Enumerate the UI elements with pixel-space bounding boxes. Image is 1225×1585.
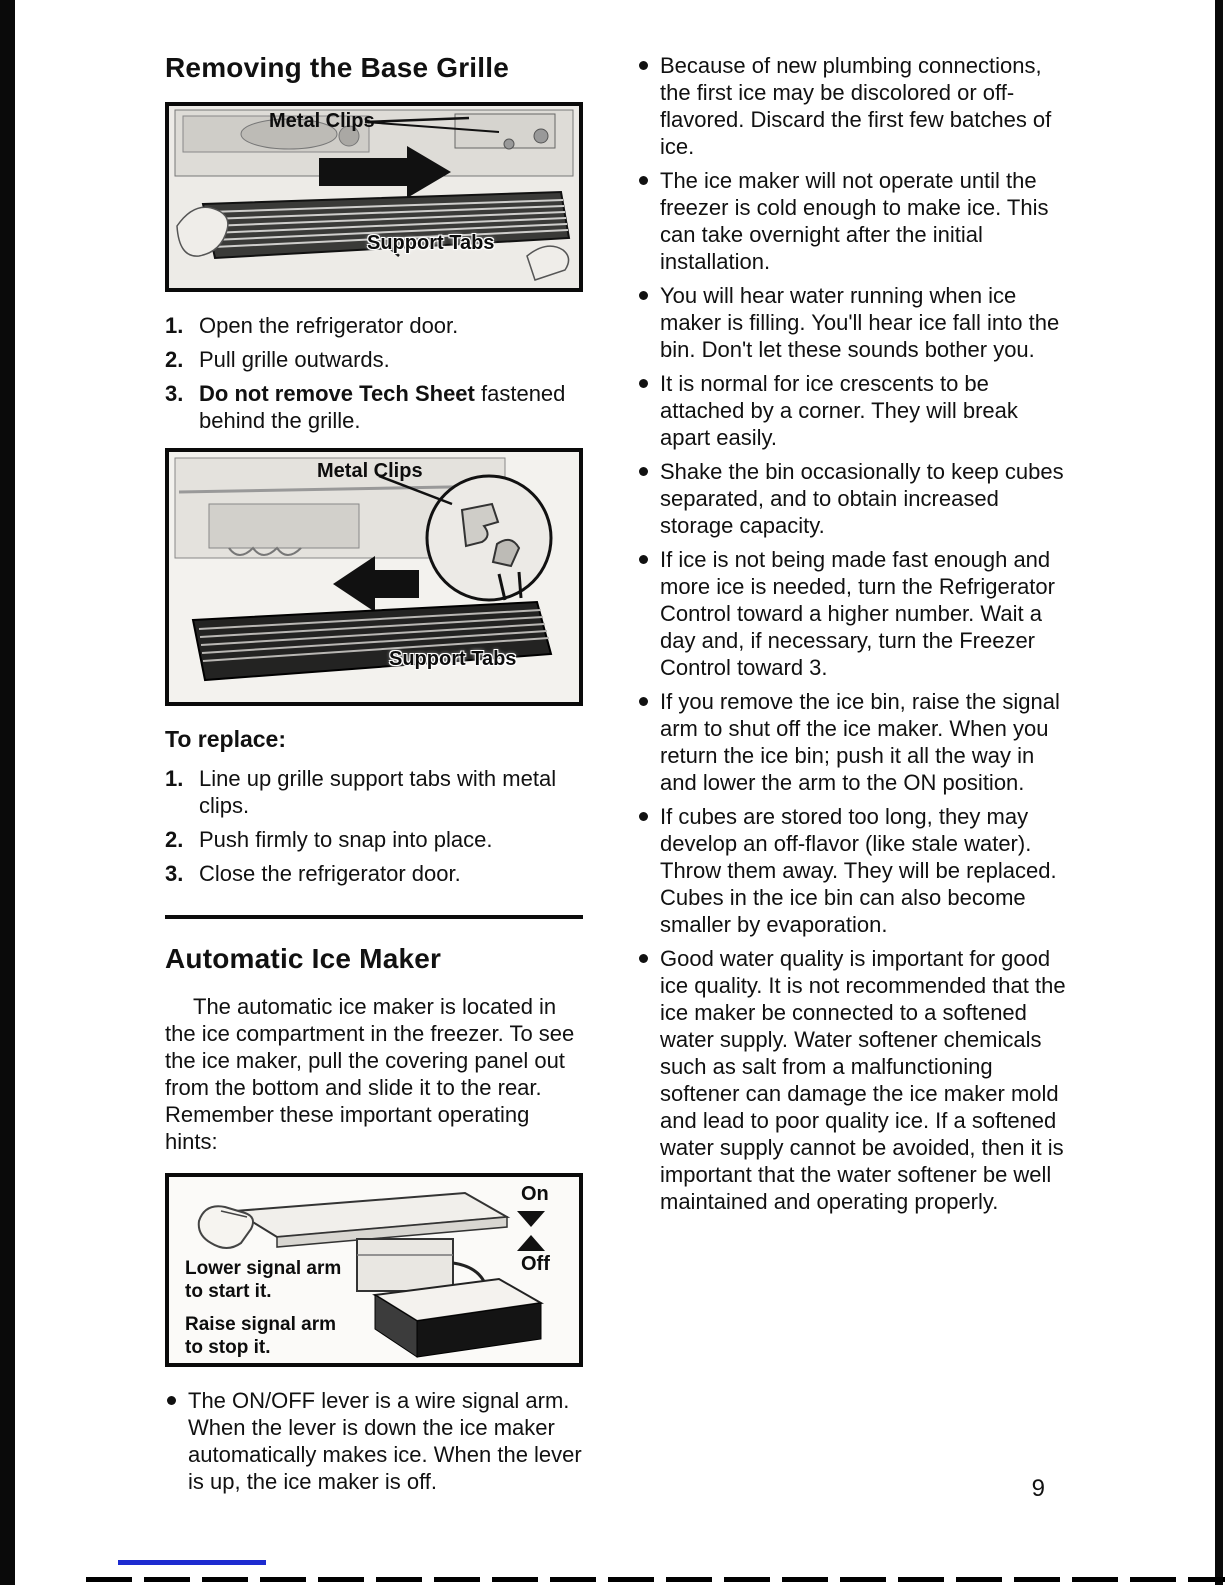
grille-removal-illustration	[169, 106, 579, 288]
step-2: 2. Push firmly to snap into place.	[165, 827, 493, 852]
list-item: It is normal for ice crescents to be att…	[637, 370, 1069, 451]
list-item: If you remove the ice bin, raise the sig…	[637, 688, 1069, 796]
raise-signal-arm-label: Raise signal arm to stop it.	[185, 1314, 337, 1358]
ice-maker-illustration	[169, 1177, 579, 1363]
scan-bottom-dashed-line	[86, 1577, 1225, 1582]
figure-label-metal-clips: Metal Clips	[317, 460, 423, 482]
page-number: 9	[1031, 1475, 1045, 1502]
scan-blue-mark	[118, 1560, 266, 1565]
bullet-marker	[639, 467, 648, 476]
list-item: The ice maker will not operate until the…	[637, 167, 1069, 275]
list-item: You will hear water running when ice mak…	[637, 282, 1069, 363]
figure-label-on: On	[521, 1183, 549, 1205]
step-2: 2. Pull grille outwards.	[165, 347, 390, 372]
step-1: 1. Line up grille support tabs with meta…	[165, 766, 557, 818]
scan-edge-left	[0, 0, 15, 1585]
bullet-marker	[639, 176, 648, 185]
lower-signal-arm-label: Lower signal arm to start it.	[185, 1258, 342, 1302]
list-item: Because of new plumbing connections, the…	[637, 52, 1069, 160]
scan-edge-right	[1215, 0, 1223, 1585]
bullet-marker	[639, 555, 648, 564]
operating-hints-list: Because of new plumbing connections, the…	[637, 52, 1069, 1215]
removal-steps: 1. Open the refrigerator door. 2. Pull g…	[165, 312, 583, 434]
list-item: If ice is not being made fast enough and…	[637, 546, 1069, 681]
ice-maker-intro-paragraph: The automatic ice maker is located in th…	[165, 994, 575, 1154]
figure-grille-clips-detail: Metal Clips Support Tabs	[165, 448, 583, 706]
list-item: The ON/OFF lever is a wire signal arm. W…	[165, 1387, 583, 1495]
to-replace-heading: To replace:	[165, 726, 286, 752]
figure-label-metal-clips: Metal Clips	[269, 110, 375, 132]
left-bullet-list: The ON/OFF lever is a wire signal arm. W…	[165, 1387, 583, 1495]
bullet-marker	[639, 61, 648, 70]
section-title-removing-base-grille: Removing the Base Grille	[165, 52, 510, 83]
replace-steps: 1. Line up grille support tabs with meta…	[165, 765, 583, 887]
list-item: Good water quality is important for good…	[637, 945, 1069, 1215]
step-3: 3. Close the refrigerator door.	[165, 861, 461, 886]
figure-label-off: Off	[521, 1253, 550, 1275]
figure-label-support-tabs: Support Tabs	[367, 232, 495, 254]
list-item: If cubes are stored too long, they may d…	[637, 803, 1069, 938]
step-3: 3. Do not remove Tech Sheet fastened beh…	[165, 381, 566, 433]
bullet-marker	[639, 954, 648, 963]
figure-ice-maker-signal-arm: On Off Lower signal arm to start it. Rai…	[165, 1173, 583, 1367]
bullet-marker	[639, 291, 648, 300]
bullet-marker	[167, 1396, 176, 1405]
bullet-marker	[639, 379, 648, 388]
bullet-marker	[639, 697, 648, 706]
right-column: Because of new plumbing connections, the…	[637, 52, 1069, 1222]
figure-label-support-tabs: Support Tabs	[389, 648, 517, 670]
grille-clips-illustration	[169, 452, 579, 702]
left-column: Removing the Base Grille	[165, 52, 583, 1502]
figure-grille-removal: Metal Clips Support Tabs	[165, 102, 583, 292]
list-item: Shake the bin occasionally to keep cubes…	[637, 458, 1069, 539]
section-title-automatic-ice-maker: Automatic Ice Maker	[165, 943, 442, 974]
bullet-marker	[639, 812, 648, 821]
section-divider	[165, 915, 583, 919]
do-not-remove-warning: Do not remove Tech Sheet	[199, 381, 475, 406]
step-1: 1. Open the refrigerator door.	[165, 313, 459, 338]
signal-arm-instructions: Lower signal arm to start it. Raise sign…	[185, 1257, 353, 1369]
